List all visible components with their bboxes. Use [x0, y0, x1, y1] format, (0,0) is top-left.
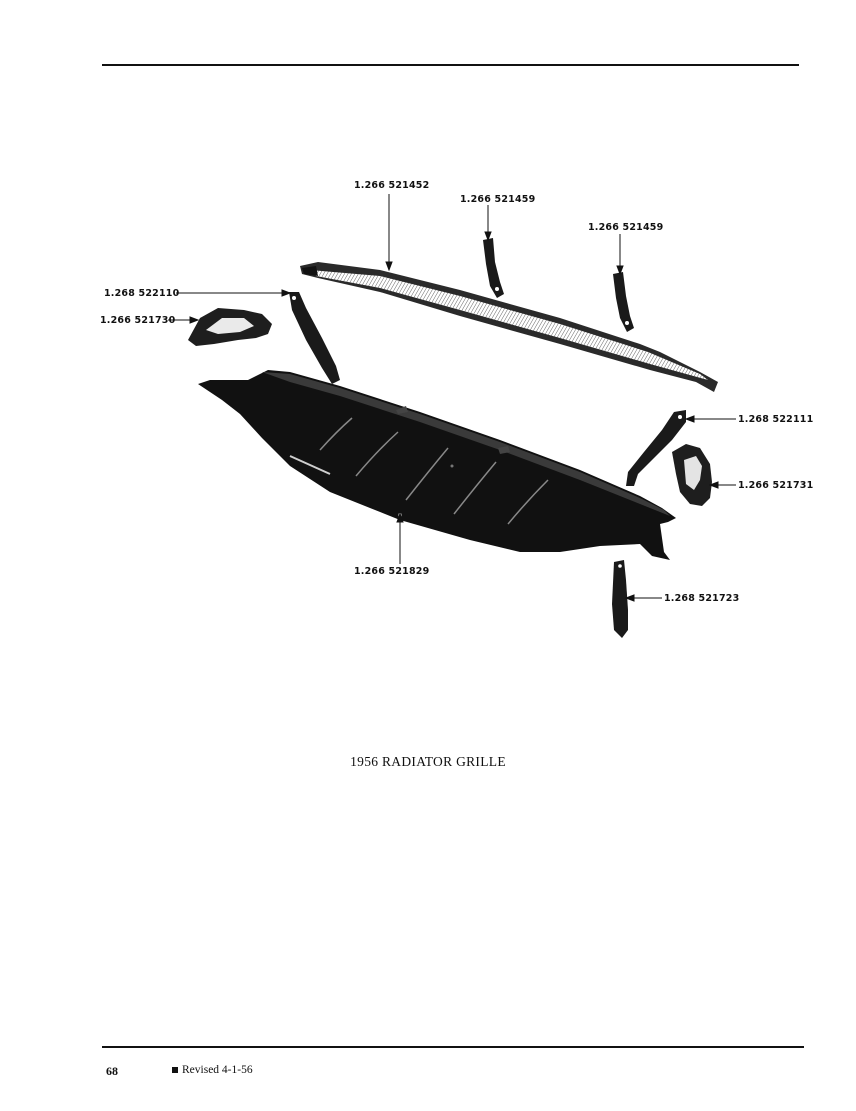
label-grille-main: 1.266 521829 [354, 566, 429, 577]
bracket-right-top-part [613, 272, 634, 332]
label-upper-molding: 1.266 521452 [354, 180, 429, 191]
revision-note: Revised 4-1-56 [172, 1064, 253, 1076]
figure-caption: 1956 RADIATOR GRILLE [0, 754, 856, 770]
bottom-rule [102, 1046, 804, 1048]
upper-molding-part [300, 262, 718, 392]
bracket-left-top-part [483, 238, 504, 298]
label-extension-left: 1.266 521730 [100, 315, 175, 326]
label-support-lower: 1.268 521723 [664, 593, 739, 604]
square-bullet-icon [172, 1067, 178, 1073]
grille-main-part [198, 370, 676, 560]
revision-text: Revised 4-1-56 [182, 1064, 253, 1076]
brace-left-part [289, 292, 340, 384]
extension-right-part [672, 444, 712, 506]
label-bracket-right-top: 1.266 521459 [588, 222, 663, 233]
extension-left-part [188, 308, 272, 346]
label-brace-right: 1.268 522111 [738, 414, 813, 425]
page-number: 68 [106, 1064, 118, 1079]
label-extension-right: 1.266 521731 [738, 480, 813, 491]
label-bracket-left-top: 1.266 521459 [460, 194, 535, 205]
support-lower-part [612, 560, 628, 638]
label-brace-left: 1.268 522110 [104, 288, 179, 299]
